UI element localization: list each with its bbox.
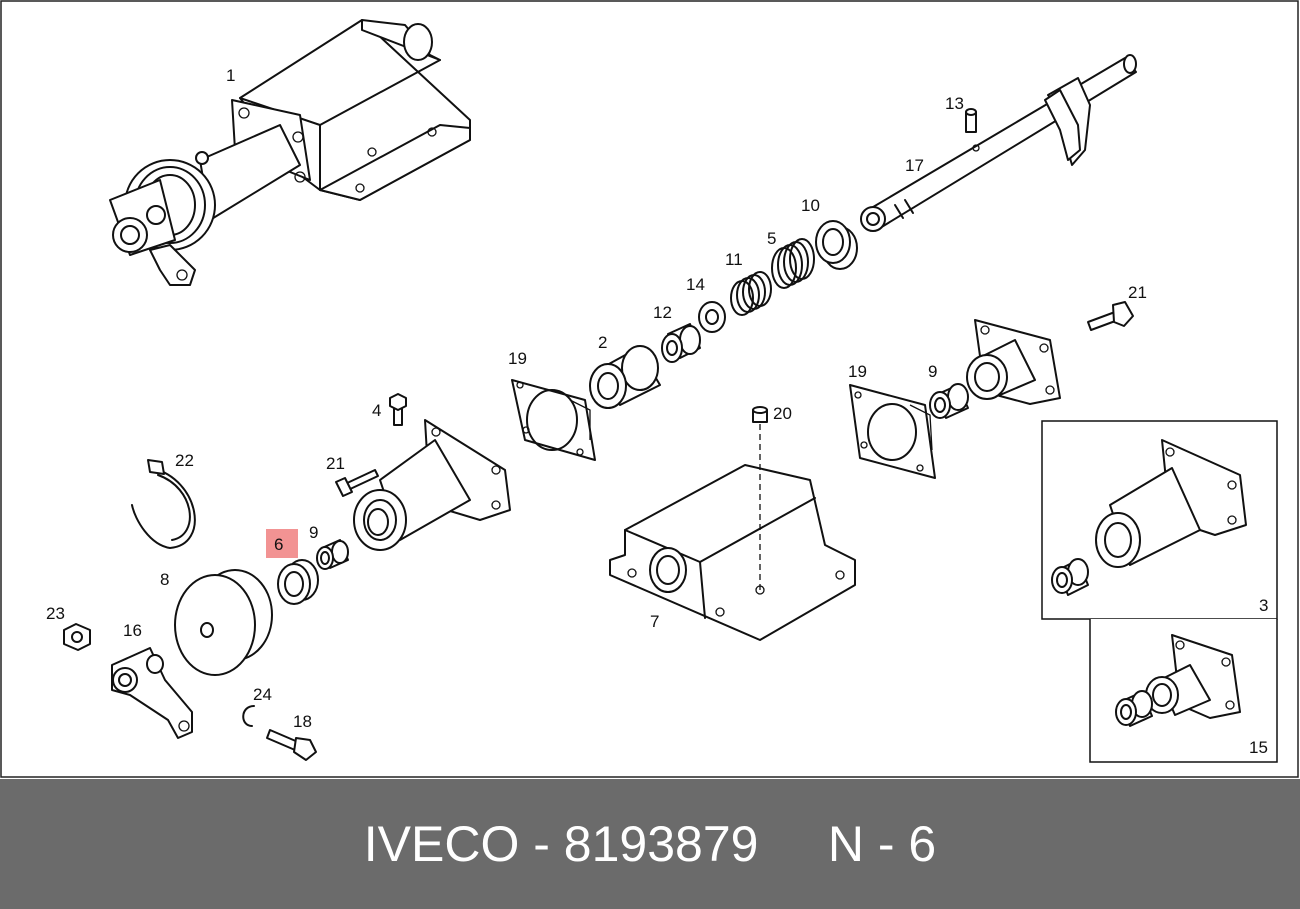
label-6: 6 bbox=[274, 535, 283, 554]
part-17-shift-shaft[interactable] bbox=[860, 54, 1137, 232]
part-12-sleeve[interactable] bbox=[661, 323, 701, 363]
part-9-bushing-left[interactable] bbox=[316, 539, 349, 570]
label-19-right: 19 bbox=[848, 362, 867, 381]
label-7: 7 bbox=[650, 612, 659, 631]
label-18: 18 bbox=[293, 712, 312, 731]
label-3: 3 bbox=[1259, 596, 1268, 615]
label-23: 23 bbox=[46, 604, 65, 623]
label-12: 12 bbox=[653, 303, 672, 322]
part-21-bolt-right[interactable] bbox=[1087, 301, 1134, 331]
part-1-housing-assembly[interactable] bbox=[109, 19, 471, 286]
label-20: 20 bbox=[773, 404, 792, 423]
label-13: 13 bbox=[945, 94, 964, 113]
part-21-bolt-left[interactable] bbox=[335, 469, 379, 497]
label-11: 11 bbox=[725, 250, 743, 269]
part-23-nut[interactable] bbox=[63, 623, 91, 651]
part-14-washer[interactable] bbox=[698, 301, 726, 333]
label-22: 22 bbox=[175, 451, 194, 470]
part-number-caption: IVECO - 8193879 N - 6 bbox=[363, 816, 937, 872]
label-14: 14 bbox=[686, 275, 705, 294]
label-9-left: 9 bbox=[309, 523, 318, 542]
footer-bar: IVECO - 8193879 N - 6 bbox=[0, 779, 1300, 909]
part-13-pin[interactable] bbox=[965, 108, 977, 133]
part-19-gasket-right[interactable] bbox=[849, 384, 936, 479]
part-20-plug[interactable] bbox=[752, 406, 768, 590]
label-10: 10 bbox=[801, 196, 820, 215]
part-16-lever[interactable] bbox=[111, 647, 193, 739]
part-housing-center[interactable] bbox=[353, 419, 511, 551]
label-8: 8 bbox=[160, 570, 169, 589]
part-8-boot[interactable] bbox=[174, 569, 273, 676]
part-18-bolt[interactable] bbox=[266, 729, 317, 761]
part-flange-right[interactable] bbox=[966, 319, 1061, 405]
part-24-circlip[interactable] bbox=[242, 705, 255, 727]
part-19-gasket-left[interactable] bbox=[511, 379, 596, 461]
label-21-right: 21 bbox=[1128, 283, 1147, 302]
label-19-left: 19 bbox=[508, 349, 527, 368]
label-21-left: 21 bbox=[326, 454, 345, 473]
label-24: 24 bbox=[253, 685, 272, 704]
part-10-spring-cup[interactable] bbox=[815, 220, 858, 270]
part-5-spring[interactable] bbox=[771, 238, 815, 289]
label-4: 4 bbox=[372, 401, 381, 420]
part-11-spring[interactable] bbox=[730, 271, 772, 316]
label-2: 2 bbox=[598, 333, 607, 352]
part-7-cover[interactable] bbox=[609, 464, 856, 641]
part-2-bushing[interactable] bbox=[589, 345, 661, 409]
part-9-bushing-right[interactable] bbox=[929, 383, 969, 419]
label-16: 16 bbox=[123, 621, 142, 640]
inset-part-3[interactable] bbox=[1041, 420, 1278, 620]
exploded-parts-diagram: 1 17 13 10 bbox=[0, 0, 1299, 778]
highlight-part-6 bbox=[266, 529, 298, 558]
part-6-bearing[interactable] bbox=[277, 559, 319, 605]
label-1: 1 bbox=[226, 66, 235, 85]
inset-part-15[interactable] bbox=[1089, 619, 1278, 763]
part-22-clamp[interactable] bbox=[131, 459, 196, 549]
part-4-bolt[interactable] bbox=[389, 393, 407, 426]
label-15: 15 bbox=[1249, 738, 1268, 757]
label-9-right: 9 bbox=[928, 362, 937, 381]
label-5: 5 bbox=[767, 229, 776, 248]
label-17: 17 bbox=[905, 156, 924, 175]
